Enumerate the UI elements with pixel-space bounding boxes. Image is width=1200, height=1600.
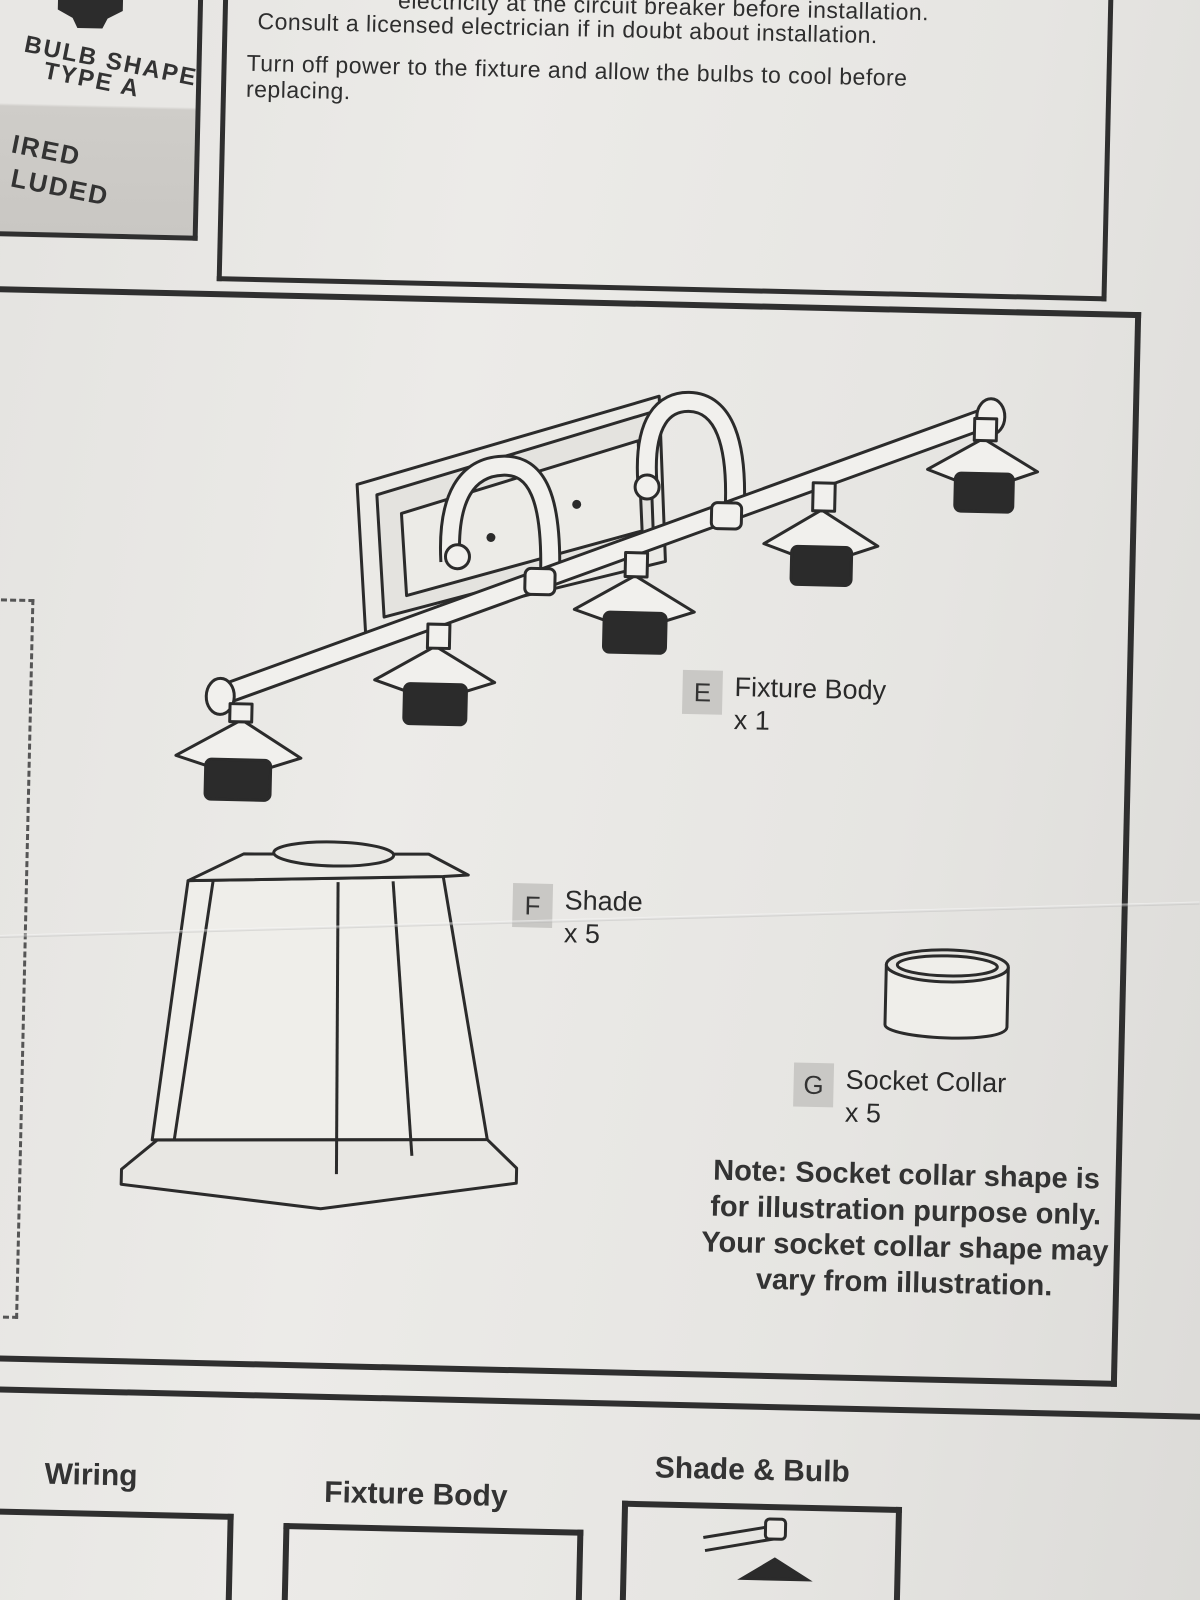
socket-collar-illustration [883,948,1010,1040]
shade-illustration [119,840,519,1211]
bulb-base-icon [57,0,124,29]
